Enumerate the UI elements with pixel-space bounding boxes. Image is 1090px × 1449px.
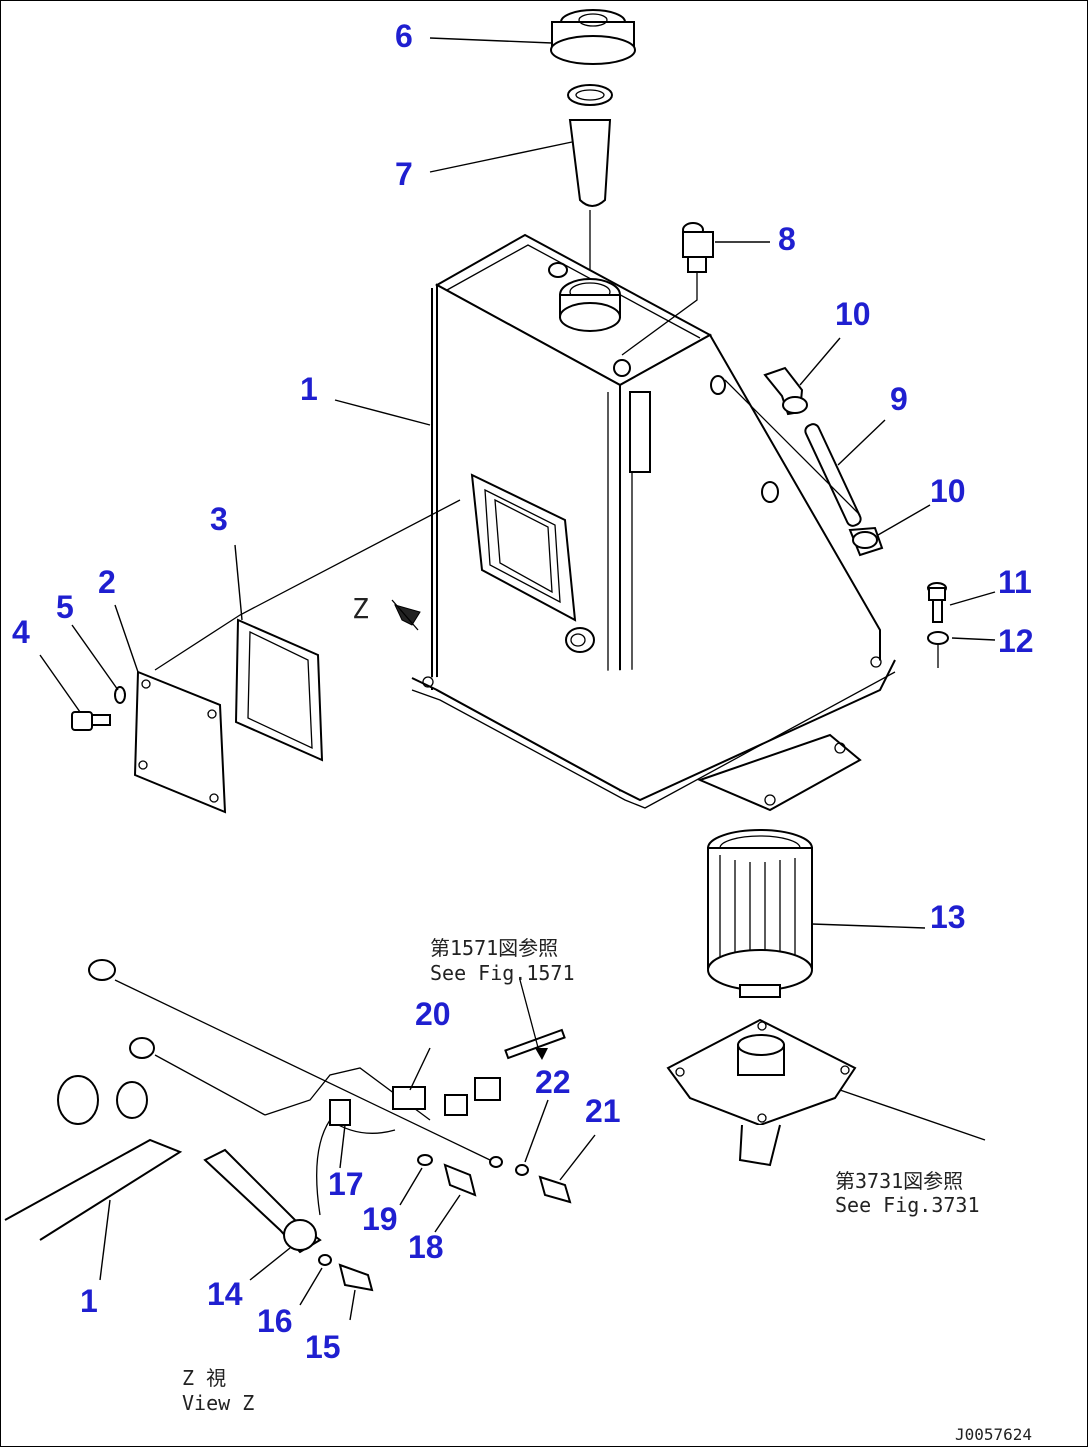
reference-notes: 第1571図参照 See Fig.1571 第3731図参照 See Fig.3… — [182, 592, 1032, 1444]
view-z-detail — [4, 959, 572, 1292]
callout-16: 16 — [257, 1303, 293, 1339]
return-filter[interactable] — [707, 829, 813, 998]
note-view-z-jp: Z 視 — [182, 1366, 226, 1390]
gasket[interactable] — [234, 618, 324, 762]
callout-21: 21 — [585, 1093, 621, 1129]
callout-20: 20 — [415, 996, 451, 1032]
hydraulic-tank[interactable] — [411, 233, 896, 812]
callout-13: 13 — [930, 899, 966, 935]
callout-12: 12 — [998, 623, 1034, 659]
cover-plate[interactable] — [133, 670, 227, 814]
callout-8: 8 — [778, 221, 796, 257]
note-view-z-en: View Z — [182, 1391, 254, 1415]
callout-18: 18 — [408, 1229, 444, 1265]
callout-10-upper: 10 — [835, 296, 871, 332]
note-fig1571-jp: 第1571図参照 — [430, 936, 558, 960]
elbow-fitting-upper[interactable] — [763, 366, 808, 416]
callout-3: 3 — [210, 501, 228, 537]
z-mark: Z — [352, 592, 369, 625]
callout-2: 2 — [98, 564, 116, 600]
callout-19: 19 — [362, 1201, 398, 1237]
callout-11: 11 — [998, 564, 1032, 600]
drawing-code: J0057624 — [955, 1425, 1032, 1444]
callout-1-tank: 1 — [300, 371, 318, 407]
callout-14: 14 — [207, 1276, 243, 1312]
filler-cap[interactable] — [550, 9, 636, 65]
callout-9: 9 — [890, 381, 908, 417]
washer-12[interactable] — [927, 631, 949, 668]
leader-lines — [39, 37, 996, 1321]
view-z-arrow — [391, 599, 421, 631]
breather[interactable] — [621, 222, 714, 356]
callout-7: 7 — [395, 156, 413, 192]
callout-22: 22 — [535, 1064, 571, 1100]
callout-1-view: 1 — [80, 1283, 98, 1319]
bolt-4[interactable] — [71, 711, 111, 731]
note-fig3731-en: See Fig.3731 — [835, 1193, 980, 1217]
level-gauge[interactable] — [724, 379, 863, 528]
callout-10-lower: 10 — [930, 473, 966, 509]
callout-5: 5 — [56, 589, 74, 625]
bolt-11[interactable] — [927, 582, 947, 623]
strainer[interactable] — [567, 84, 613, 270]
callout-numbers: 6 7 8 1 10 9 10 11 12 3 2 5 4 13 20 22 2… — [12, 18, 1034, 1365]
washer-5[interactable] — [114, 686, 126, 704]
filter-base[interactable] — [666, 1018, 857, 1167]
callout-6: 6 — [395, 18, 413, 54]
callout-15: 15 — [305, 1329, 341, 1365]
callout-17: 17 — [328, 1166, 364, 1202]
note-fig3731-jp: 第3731図参照 — [835, 1169, 963, 1193]
note-fig1571-en: See Fig.1571 — [430, 961, 575, 985]
elbow-fitting-lower[interactable] — [848, 526, 884, 557]
callout-4: 4 — [12, 614, 30, 650]
